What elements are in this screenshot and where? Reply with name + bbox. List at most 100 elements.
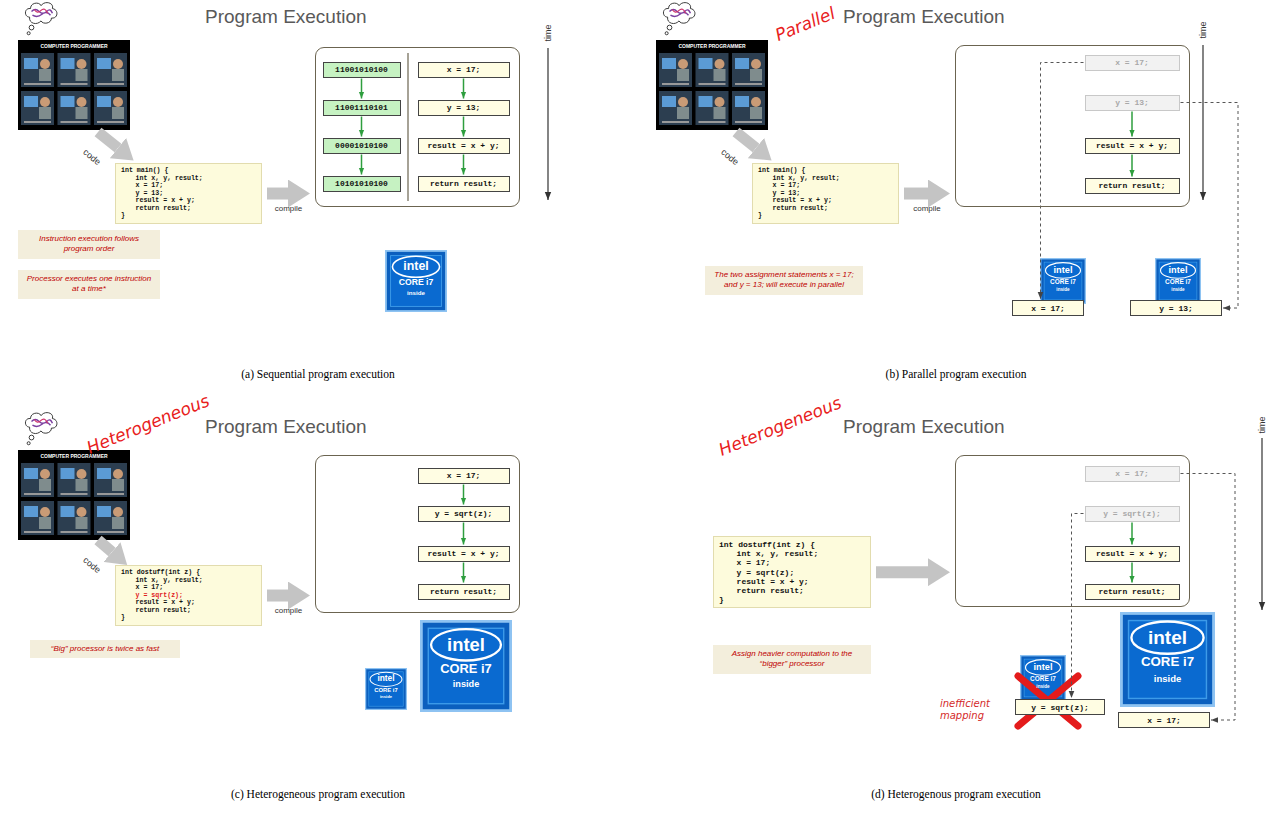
box-text: return result;	[430, 179, 497, 188]
time-axis	[547, 48, 548, 200]
flow-arrow	[1131, 563, 1133, 583]
machine-code-box: 11001110101	[323, 100, 401, 116]
compile-arrow	[267, 188, 288, 200]
chip-text: intel	[1148, 627, 1187, 648]
box-text: return result;	[1098, 587, 1165, 596]
figure-caption: (d) Heterogenous program execution	[746, 788, 1166, 800]
chip-text: CORE i7	[1141, 655, 1194, 670]
annotation: time	[1257, 416, 1267, 433]
chip-text: intel	[447, 635, 485, 655]
statement-box: return result;	[418, 176, 510, 192]
image-text: COMPUTER PROGRAMMER	[40, 453, 107, 459]
box-text: The two assignment statements x = 17; an…	[711, 270, 857, 291]
statement-box: y = 13;	[418, 100, 510, 116]
column-divider	[407, 53, 408, 201]
thought-bubble	[25, 3, 57, 35]
chip-text: CORE i7	[440, 662, 492, 676]
box-text: y = 13;	[1115, 98, 1149, 107]
statement-box: y = 13;	[1085, 95, 1180, 111]
box-text: x = 17;	[447, 471, 481, 480]
box-text: 11001110101	[335, 103, 388, 112]
note-box: The two assignment statements x = 17; an…	[705, 266, 863, 295]
code-line: x = 17;	[758, 182, 893, 190]
statement-box: x = 17;	[418, 62, 510, 78]
slide-title: Program Execution	[843, 6, 1005, 28]
box-text: return result;	[430, 587, 497, 596]
box-text: 10101010100	[335, 179, 388, 188]
flow-arrow	[463, 117, 465, 137]
code-line: }	[758, 212, 893, 220]
box-text: Instruction execution follows program or…	[24, 234, 154, 255]
box-text: x = 17;	[447, 65, 481, 74]
emphasis-word: Parallel	[772, 3, 838, 45]
code-line: y = 13;	[121, 190, 256, 198]
execution-timeline: x = 17; y = sqrt(z); result = x + y; return…	[955, 455, 1190, 607]
flow-arrow	[463, 563, 465, 583]
code-line: int dostuff(int z) {	[121, 569, 256, 577]
annotation: code	[81, 147, 102, 167]
machine-code-box: 00001010100	[323, 138, 401, 154]
slide-title: Program Execution	[205, 6, 367, 28]
statement-box: y = sqrt(z);	[418, 506, 510, 522]
chip-text: CORE i7	[1030, 676, 1056, 683]
figure-caption: (c) Heterogeneous program execution	[108, 788, 528, 800]
annotation: time	[1198, 21, 1208, 38]
box-text: x = 17;	[1115, 469, 1149, 478]
statement-box: return result;	[418, 584, 510, 600]
chip-text: intel	[1054, 265, 1073, 275]
mapped-statement: y = sqrt(z);	[1015, 699, 1105, 715]
edge-label: compile	[275, 204, 303, 213]
chip-text: intel	[1034, 662, 1053, 672]
code-line: int x, y, result;	[758, 175, 893, 183]
flow-arrow	[463, 79, 465, 99]
box-text: result = x + y;	[427, 141, 499, 150]
statement-box: x = 17;	[418, 468, 510, 484]
slide-title: Program Execution	[205, 416, 367, 438]
intel-chip	[1121, 613, 1213, 705]
note-box: “Big” processor is twice as fast	[30, 640, 180, 658]
code-line: int main() {	[758, 167, 893, 175]
flow-arrow	[361, 79, 363, 99]
code-line: result = x + y;	[719, 577, 865, 586]
emphasis-word: Heterogeneous	[84, 390, 212, 457]
code-box: int main() {int x, y, result;x = 17;y = …	[752, 163, 899, 224]
chip-text: inside	[1154, 673, 1181, 683]
code-line: }	[121, 614, 256, 622]
mapping-arrow	[1072, 514, 1084, 699]
code-line: x = 17;	[719, 558, 865, 567]
code-box: int dostuff(int z) {int x, y, result;x =…	[115, 565, 262, 626]
note-box: Instruction execution follows program or…	[18, 230, 160, 259]
code-line: int dostuff(int z) {	[719, 540, 865, 549]
intel-chip	[1156, 259, 1201, 304]
note-box: Assign heavier computation to the “bigge…	[713, 645, 871, 674]
box-text: result = x + y;	[1096, 549, 1168, 558]
chip-text: inside	[1036, 685, 1049, 690]
code-line: return result;	[719, 586, 865, 595]
code-arrow	[98, 132, 118, 148]
box-text: Processor executes one instruction at a …	[24, 274, 154, 295]
intel-chip	[1041, 259, 1086, 304]
machine-code-box: 11001010100	[323, 62, 401, 78]
mapping-arrow	[1041, 63, 1084, 300]
note-box: Processor executes one instruction at a …	[18, 270, 160, 299]
code-line: }	[719, 595, 865, 604]
time-axis	[1202, 45, 1203, 200]
box-text: result = x + y;	[427, 549, 499, 558]
box-text: result = x + y;	[1096, 141, 1168, 150]
programmer-image	[656, 40, 768, 130]
statement-box: y = sqrt(z);	[1085, 506, 1180, 522]
flow-arrow	[1131, 155, 1133, 177]
code-line: x = 17;	[121, 584, 256, 592]
statement-box: x = 17;	[1085, 466, 1180, 482]
box-text: Assign heavier computation to the “bigge…	[719, 649, 865, 670]
chip-text: CORE i7	[1050, 279, 1076, 286]
statement-box: result = x + y;	[418, 546, 510, 562]
compile-arrow	[876, 566, 928, 578]
flow-arrow	[463, 485, 465, 505]
code-box: int dostuff(int z) {int x, y, result;x =…	[713, 536, 871, 608]
annotation: code	[719, 147, 740, 167]
edge-label: compile	[913, 204, 941, 213]
annotation: time	[543, 24, 553, 41]
code-line: return result;	[121, 205, 256, 213]
edge-label: compile	[275, 606, 303, 615]
